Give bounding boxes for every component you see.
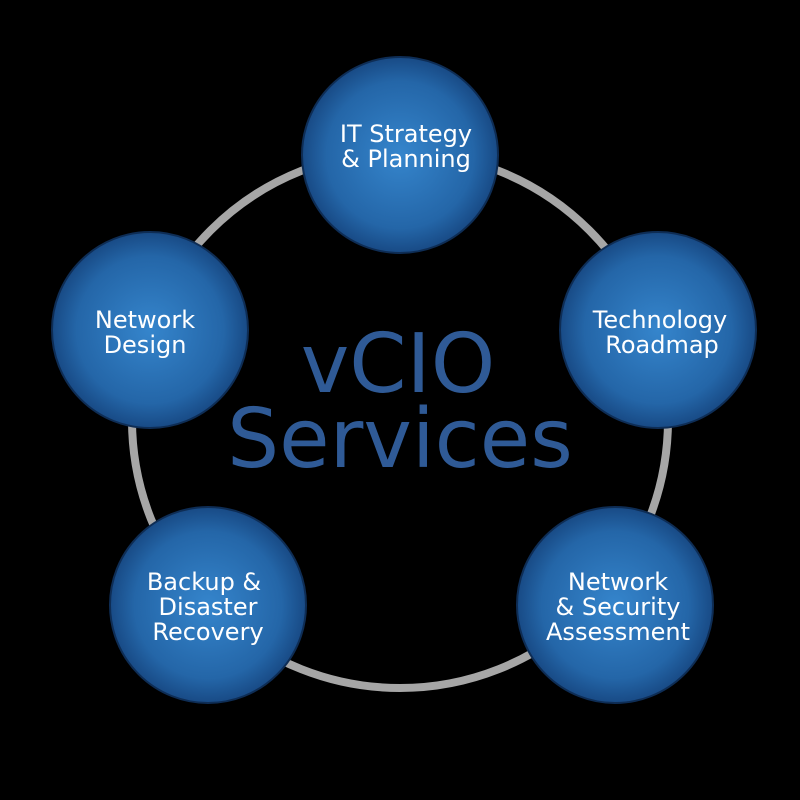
title-line-1: vCIO: [301, 317, 496, 412]
node-label: & Planning: [341, 145, 471, 173]
node-label: Design: [104, 331, 187, 359]
node-label: Assessment: [546, 618, 690, 646]
node-label: Network: [95, 306, 195, 334]
node-label: IT Strategy: [340, 120, 472, 148]
node-network-security[interactable]: Network & Security Assessment: [516, 506, 714, 704]
node-label: Disaster: [159, 593, 258, 621]
node-label: Roadmap: [605, 331, 719, 359]
node-label: & Security: [556, 593, 681, 621]
node-network-design[interactable]: Network Design: [51, 231, 249, 429]
node-label: Network: [568, 568, 668, 596]
node-label: Technology: [592, 306, 727, 334]
node-label: Backup &: [147, 568, 261, 596]
node-label: Recovery: [152, 618, 263, 646]
node-technology-roadmap[interactable]: Technology Roadmap: [559, 231, 757, 429]
node-backup-recovery[interactable]: Backup & Disaster Recovery: [109, 506, 307, 704]
node-it-strategy[interactable]: IT Strategy & Planning: [301, 56, 499, 254]
title-line-2: Services: [227, 392, 573, 487]
